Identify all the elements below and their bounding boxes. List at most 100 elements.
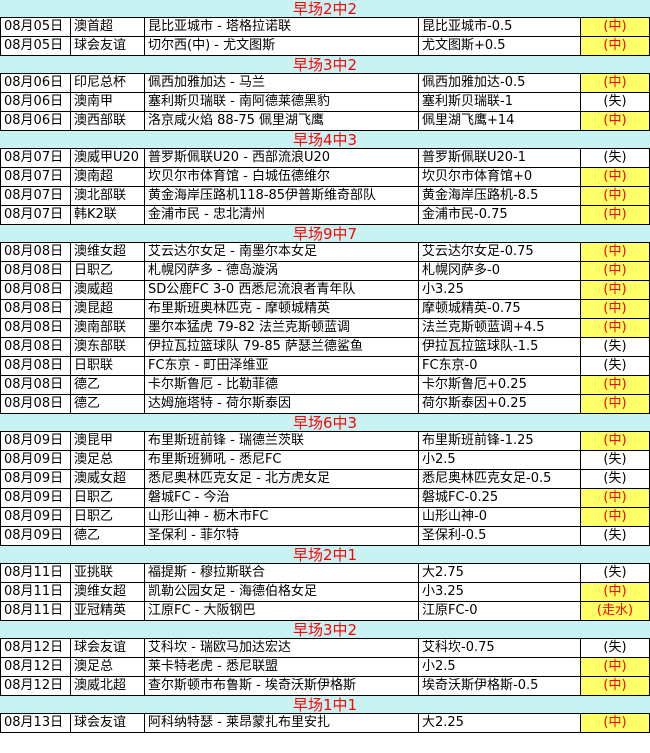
table-row: 08月08日澳东部联伊拉瓦拉篮球队 79-85 萨瑟兰德鲨鱼伊拉瓦拉篮球队-1.… xyxy=(0,338,650,357)
group-header: 早场1中1 xyxy=(0,696,650,714)
table-row: 08月08日德乙卡尔斯鲁厄 - 比勒菲德卡尔斯鲁厄+0.25(中) xyxy=(0,376,650,395)
match-cell: 圣保利 - 菲尔特 xyxy=(145,527,419,545)
pick-cell: 圣保利-0.5 xyxy=(419,527,581,545)
result-cell: (中) xyxy=(581,677,649,695)
date-cell: 08月11日 xyxy=(1,583,71,601)
pick-cell: 小3.25 xyxy=(419,583,581,601)
date-cell: 08月07日 xyxy=(1,168,71,186)
pick-cell: 磐城FC-0.25 xyxy=(419,489,581,507)
match-cell: FC东京 - 町田泽维亚 xyxy=(145,357,419,375)
date-cell: 08月09日 xyxy=(1,508,71,526)
date-cell: 08月13日 xyxy=(1,714,71,732)
match-cell: 卡尔斯鲁厄 - 比勒菲德 xyxy=(145,376,419,394)
match-cell: 洛京咸火焰 88-75 佩里湖飞鹰 xyxy=(145,112,419,130)
league-cell: 澳威北超 xyxy=(71,677,145,695)
date-cell: 08月08日 xyxy=(1,395,71,413)
result-cell: (中) xyxy=(581,395,649,413)
result-cell: (中) xyxy=(581,376,649,394)
result-cell: (失) xyxy=(581,149,649,167)
pick-cell: 艾科坎-0.75 xyxy=(419,639,581,657)
result-cell: (中) xyxy=(581,168,649,186)
result-cell: (中) xyxy=(581,300,649,318)
table-row: 08月09日澳昆甲布里斯班前锋 - 瑞德兰茨联布里斯班前锋-1.25(中) xyxy=(0,432,650,451)
match-cell: 塞利斯贝瑞联 - 南阿德莱德黑豹 xyxy=(145,93,419,111)
group-header: 早场3中2 xyxy=(0,56,650,74)
table-row: 08月07日澳南超坎贝尔市体育馆 - 白城伍德维尔坎贝尔市体育馆+0(中) xyxy=(0,168,650,187)
pick-cell: 布里斯班前锋-1.25 xyxy=(419,432,581,450)
pick-cell: 小2.5 xyxy=(419,451,581,469)
pick-cell: 札幌冈萨多-0 xyxy=(419,262,581,280)
table-row: 08月05日球会友谊切尔西(中) - 尤文图斯尤文图斯+0.5(中) xyxy=(0,37,650,56)
result-cell: (失) xyxy=(581,338,649,356)
date-cell: 08月07日 xyxy=(1,187,71,205)
pick-cell: 佩西加雅加达-0.5 xyxy=(419,74,581,92)
table-row: 08月12日澳威北超查尔斯顿市布鲁斯 - 埃奇沃斯伊格斯埃奇沃斯伊格斯-0.5(… xyxy=(0,677,650,696)
match-cell: SD公鹿FC 3-0 西悉尼流浪者青年队 xyxy=(145,281,419,299)
table-row: 08月09日澳威女超悉尼奥林匹克女足 - 北方虎女足悉尼奥林匹克女足-0.5(失… xyxy=(0,470,650,489)
date-cell: 08月09日 xyxy=(1,470,71,488)
table-row: 08月09日日职乙磐城FC - 今治磐城FC-0.25(中) xyxy=(0,489,650,508)
date-cell: 08月09日 xyxy=(1,527,71,545)
league-cell: 澳维女超 xyxy=(71,243,145,261)
table-row: 08月06日澳南甲塞利斯贝瑞联 - 南阿德莱德黑豹塞利斯贝瑞联-1(失) xyxy=(0,93,650,112)
result-cell: (失) xyxy=(581,470,649,488)
match-cell: 阿科纳特瑟 - 莱昂蒙扎布里安扎 xyxy=(145,714,419,732)
result-cell: (中) xyxy=(581,187,649,205)
match-cell: 山形山神 - 枥木市FC xyxy=(145,508,419,526)
match-cell: 达姆施塔特 - 荷尔斯泰因 xyxy=(145,395,419,413)
table-row: 08月06日印尼总杯佩西加雅加达 - 马兰佩西加雅加达-0.5(中) xyxy=(0,74,650,93)
league-cell: 日职乙 xyxy=(71,262,145,280)
match-cell: 福提斯 - 穆拉斯联合 xyxy=(145,564,419,582)
match-cell: 布里斯班奥林匹克 - 摩顿城精英 xyxy=(145,300,419,318)
date-cell: 08月08日 xyxy=(1,262,71,280)
date-cell: 08月05日 xyxy=(1,18,71,36)
table-row: 08月12日球会友谊艾科坎 - 瑞欧马加达宏达艾科坎-0.75(失) xyxy=(0,639,650,658)
league-cell: 球会友谊 xyxy=(71,37,145,55)
pick-cell: 小2.5 xyxy=(419,658,581,676)
league-cell: 韩K2联 xyxy=(71,206,145,224)
pick-cell: 卡尔斯鲁厄+0.25 xyxy=(419,376,581,394)
date-cell: 08月08日 xyxy=(1,243,71,261)
pick-cell: 坎贝尔市体育馆+0 xyxy=(419,168,581,186)
pick-cell: 悉尼奥林匹克女足-0.5 xyxy=(419,470,581,488)
pick-cell: 普罗斯佩联U20-1 xyxy=(419,149,581,167)
league-cell: 德乙 xyxy=(71,395,145,413)
pick-cell: 伊拉瓦拉篮球队-1.5 xyxy=(419,338,581,356)
date-cell: 08月09日 xyxy=(1,489,71,507)
date-cell: 08月08日 xyxy=(1,319,71,337)
league-cell: 澳北部联 xyxy=(71,187,145,205)
result-cell: (中) xyxy=(581,583,649,601)
group-header: 早场6中3 xyxy=(0,414,650,432)
match-cell: 札幌冈萨多 - 德岛漩涡 xyxy=(145,262,419,280)
table-row: 08月08日澳昆超布里斯班奥林匹克 - 摩顿城精英摩顿城精英-0.75(中) xyxy=(0,300,650,319)
date-cell: 08月07日 xyxy=(1,149,71,167)
match-cell: 莱卡特老虎 - 悉尼联盟 xyxy=(145,658,419,676)
table-row: 08月12日澳足总莱卡特老虎 - 悉尼联盟小2.5(中) xyxy=(0,658,650,677)
league-cell: 澳西部联 xyxy=(71,112,145,130)
league-cell: 澳威甲U20 xyxy=(71,149,145,167)
league-cell: 澳首超 xyxy=(71,18,145,36)
pick-cell: 黄金海岸压路机-8.5 xyxy=(419,187,581,205)
match-cell: 墨尔本猛虎 79-82 法兰克斯顿蓝调 xyxy=(145,319,419,337)
table-row: 08月11日澳维女超凯勒公园女足 - 海德伯格女足小3.25(中) xyxy=(0,583,650,602)
match-cell: 金浦市民 - 忠北清州 xyxy=(145,206,419,224)
league-cell: 德乙 xyxy=(71,376,145,394)
match-cell: 佩西加雅加达 - 马兰 xyxy=(145,74,419,92)
pick-cell: 荷尔斯泰因+0.25 xyxy=(419,395,581,413)
date-cell: 08月12日 xyxy=(1,677,71,695)
match-cell: 普罗斯佩联U20 - 西部流浪U20 xyxy=(145,149,419,167)
match-cell: 切尔西(中) - 尤文图斯 xyxy=(145,37,419,55)
pick-cell: 尤文图斯+0.5 xyxy=(419,37,581,55)
match-cell: 艾云达尔女足 - 南墨尔本女足 xyxy=(145,243,419,261)
pick-cell: 法兰克斯顿蓝调+4.5 xyxy=(419,319,581,337)
pick-cell: 塞利斯贝瑞联-1 xyxy=(419,93,581,111)
result-cell: (中) xyxy=(581,112,649,130)
date-cell: 08月06日 xyxy=(1,112,71,130)
match-cell: 黄金海岸压路机118-85伊普斯维奇部队 xyxy=(145,187,419,205)
league-cell: 澳昆超 xyxy=(71,300,145,318)
result-cell: (中) xyxy=(581,206,649,224)
result-cell: (失) xyxy=(581,527,649,545)
group-header: 早场9中7 xyxy=(0,225,650,243)
result-cell: (失) xyxy=(581,357,649,375)
